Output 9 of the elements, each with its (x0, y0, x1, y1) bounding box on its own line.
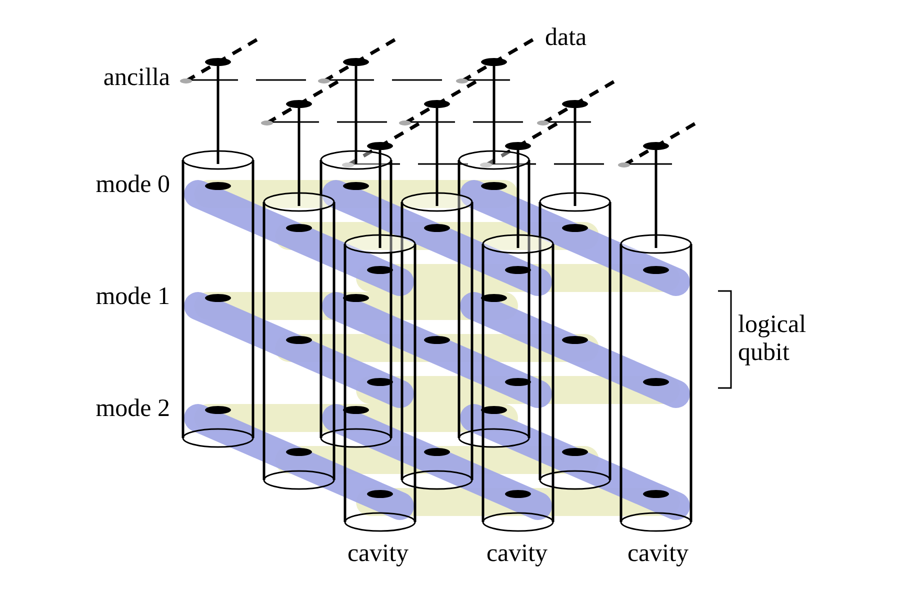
text-label: ancilla (102, 64, 170, 92)
text-label: cavity (626, 540, 690, 568)
text-label: mode 1 (94, 283, 170, 311)
text-label: mode 0 (94, 171, 170, 199)
text-label: logical qubit (738, 311, 808, 367)
text-label: cavity (485, 540, 549, 568)
text-label: mode 2 (94, 395, 170, 423)
text-label: data (545, 24, 588, 52)
text-label: cavity (346, 540, 410, 568)
